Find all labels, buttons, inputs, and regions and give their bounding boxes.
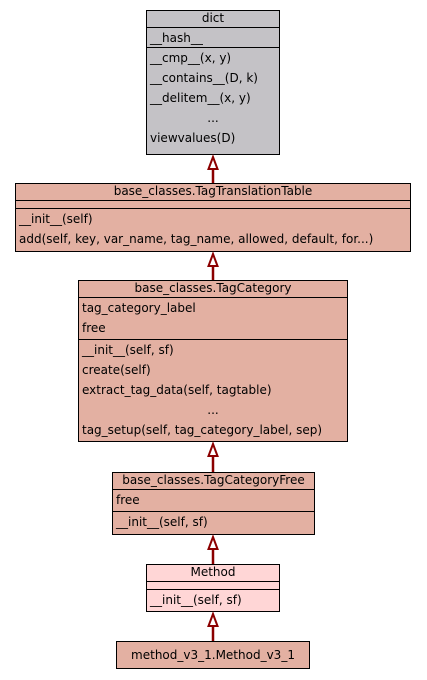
methods-section: __init__(self, sf) create(self) extract_… (79, 340, 347, 440)
class-node-method[interactable]: Method __init__(self, sf) (146, 564, 280, 612)
class-title-method-v3-1: method_v3_1.Method_v3_1 (131, 648, 295, 662)
inheritance-arrowhead (207, 154, 219, 170)
inheritance-arrowhead (207, 251, 219, 267)
attributes-section (16, 201, 410, 209)
attributes-section: free (113, 490, 314, 512)
class-node-tag-category-free[interactable]: base_classes.TagCategoryFree free __init… (112, 472, 315, 535)
method-viewvalues: viewvalues(D) (150, 131, 236, 145)
class-node-tag-category[interactable]: base_classes.TagCategory tag_category_la… (78, 280, 348, 442)
method-ellipsis: ... (207, 403, 219, 417)
class-title-tag-category: base_classes.TagCategory (79, 281, 347, 298)
method-contains: __contains__(D, k) (150, 71, 258, 85)
method-cmp: __cmp__(x, y) (150, 51, 232, 65)
class-title-tag-category-free: base_classes.TagCategoryFree (113, 473, 314, 490)
class-node-tag-translation-table[interactable]: base_classes.TagTranslationTable __init_… (15, 183, 411, 252)
class-title-dict: dict (147, 11, 279, 28)
method-add: add(self, key, var_name, tag_name, allow… (19, 232, 374, 246)
attributes-section: __hash__ (147, 28, 279, 48)
method-init: __init__(self) (19, 212, 93, 226)
attributes-section (147, 582, 279, 590)
method-delitem: __delitem__(x, y) (150, 91, 251, 105)
class-title-tag-translation-table: base_classes.TagTranslationTable (16, 184, 410, 201)
class-node-dict[interactable]: dict __hash__ __cmp__(x, y) __contains__… (146, 10, 280, 155)
attributes-section: tag_category_label free (79, 298, 347, 340)
method-tag-setup: tag_setup(self, tag_category_label, sep) (82, 423, 323, 437)
class-title-method: Method (147, 565, 279, 582)
attribute-free: free (82, 321, 106, 335)
attribute-hash: __hash__ (150, 31, 203, 45)
method-init: __init__(self, sf) (116, 515, 208, 529)
method-ellipsis: ... (207, 111, 219, 125)
attribute-tag-category-label: tag_category_label (82, 301, 196, 315)
methods-section: __init__(self) add(self, key, var_name, … (16, 209, 410, 249)
methods-section: __init__(self, sf) (113, 512, 314, 532)
methods-section: __init__(self, sf) (147, 590, 279, 610)
inheritance-arrowhead (207, 441, 219, 457)
method-init: __init__(self, sf) (82, 343, 174, 357)
methods-section: __cmp__(x, y) __contains__(D, k) __delit… (147, 48, 279, 148)
method-create: create(self) (82, 363, 151, 377)
method-extract-tag-data: extract_tag_data(self, tagtable) (82, 383, 272, 397)
inheritance-arrowhead (207, 611, 219, 627)
class-node-method-v3-1[interactable]: method_v3_1.Method_v3_1 (116, 641, 310, 669)
attribute-free: free (116, 493, 140, 507)
method-init: __init__(self, sf) (150, 593, 242, 607)
inheritance-arrowhead (207, 534, 219, 550)
